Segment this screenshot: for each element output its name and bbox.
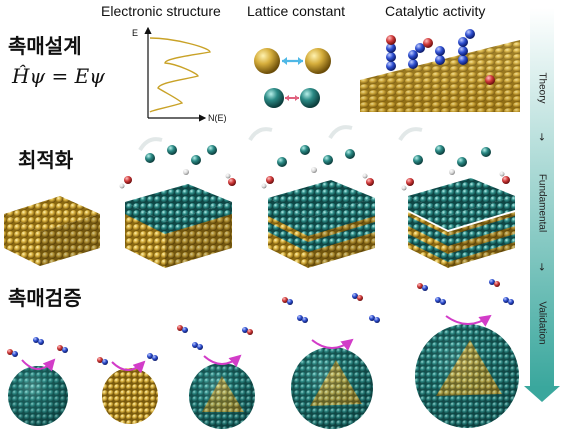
sphere-core-shell-3 [415, 324, 519, 428]
dos-x-label: N(E) [208, 113, 227, 123]
sphere-core-shell-1 [189, 363, 255, 429]
gas-molecules [7, 279, 514, 365]
reaction-arrows [21, 314, 492, 374]
catalytic-surface [360, 29, 520, 112]
sphere-core-shell-2 [291, 347, 373, 429]
adsorbed-molecules [386, 29, 495, 85]
dos-plot [144, 26, 211, 122]
cube-variant-2 [268, 180, 375, 268]
dos-curve [149, 37, 211, 113]
lattice-icon-teal [264, 88, 320, 108]
row-label-optimization: 최적화 [18, 148, 74, 172]
flow-arrow-down-icon: ↓ [537, 262, 547, 274]
flow-label-theory: Theory [536, 72, 548, 104]
row-label-design: 촉매설계 [8, 34, 82, 58]
flow-label-fundamental: Fundamental [536, 173, 548, 233]
schrodinger-equation: Ĥψ = Eψ [12, 64, 105, 88]
dos-y-label: E [132, 28, 139, 38]
floating-adatoms [119, 125, 510, 191]
cube-variant-1 [125, 184, 232, 268]
col-header-catalytic: Catalytic activity [385, 3, 486, 19]
gold-cube [4, 196, 100, 266]
flow-sidebar [524, 8, 560, 402]
sphere-gold [102, 368, 158, 424]
flow-arrow-down-icon: ↓ [537, 132, 547, 144]
lattice-icon-gold [254, 48, 331, 74]
col-header-electronic: Electronic structure [101, 3, 221, 19]
flow-label-validation: Validation [536, 301, 548, 345]
cube-variant-3 [408, 178, 515, 268]
col-header-lattice: Lattice constant [247, 3, 346, 19]
row-label-validation: 촉매검증 [8, 286, 82, 310]
sphere-teal [8, 366, 68, 426]
